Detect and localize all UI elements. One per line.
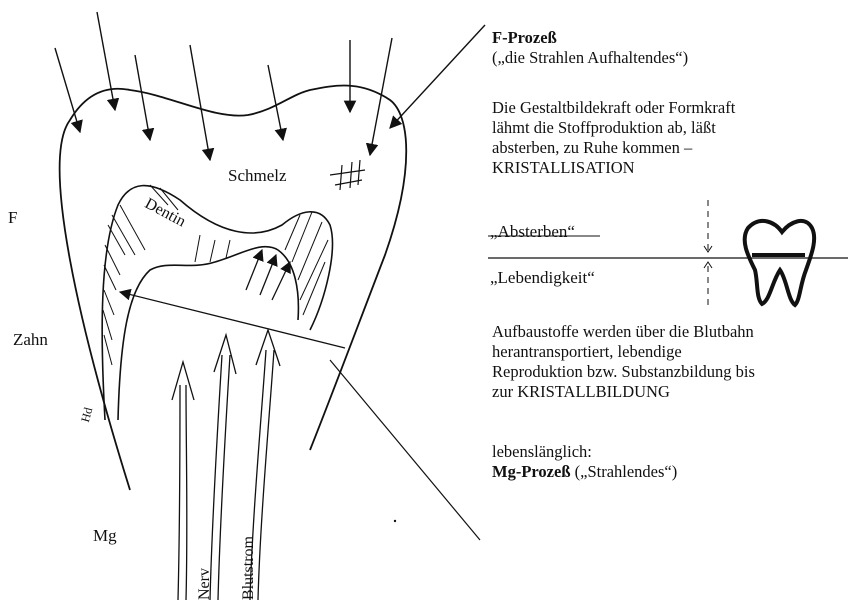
pulp-pointer-arrow (120, 292, 345, 348)
blutstrom-label: Blutstrom (240, 536, 258, 600)
incoming-ray-arrows (55, 12, 485, 160)
aufbau-block: Aufbaustoffe werden über die Blutbahn he… (492, 322, 755, 402)
nerv-label: Nerv (196, 568, 214, 600)
mg-process-subtitle: („Strahlendes“) (575, 462, 678, 481)
mg-process-title: Mg-Prozeß (492, 462, 571, 481)
description-line: absterben, zu Ruhe kommen – (492, 138, 735, 158)
aufbau-line: Aufbaustoffe werden über die Blutbahn (492, 322, 755, 342)
schmelz-marks (330, 160, 365, 190)
mg-label: Mg (93, 526, 117, 546)
aufbau-line: zur KRISTALLBILDUNG (492, 382, 755, 402)
tooth-outline (60, 86, 407, 490)
description-line: KRISTALLISATION (492, 158, 735, 178)
aufbau-line: Reproduktion bzw. Substanzbildung bis (492, 362, 755, 382)
description-line: lähmt die Stoffproduktion ab, läßt (492, 118, 735, 138)
absterben-dashed-arrows (704, 200, 712, 306)
mg-process-leader-line (330, 360, 480, 540)
lebendigkeit-label: „Lebendigkeit“ (490, 268, 595, 288)
internal-arrows (246, 250, 290, 300)
lifelong-label: lebenslänglich: (492, 442, 677, 462)
description-block: Die Gestaltbildekraft oder Formkraft läh… (492, 98, 735, 178)
aufbau-line: herantransportiert, lebendige (492, 342, 755, 362)
f-process-block: F-Prozeß („die Strahlen Aufhaltendes“) (492, 28, 688, 68)
stray-dot (394, 520, 396, 522)
description-line: Die Gestaltbildekraft oder Formkraft (492, 98, 735, 118)
zahn-label: Zahn (13, 330, 48, 350)
schmelz-label: Schmelz (228, 166, 287, 186)
tooth-icon (745, 221, 814, 305)
f-process-subtitle: („die Strahlen Aufhaltendes“) (492, 48, 688, 68)
mg-process-block: lebenslänglich: Mg-Prozeß („Strahlendes“… (492, 442, 677, 482)
rising-arrows (172, 330, 280, 600)
f-process-title: F-Prozeß (492, 28, 688, 48)
absterben-label: „Absterben“ (490, 222, 575, 242)
f-label: F (8, 208, 17, 228)
